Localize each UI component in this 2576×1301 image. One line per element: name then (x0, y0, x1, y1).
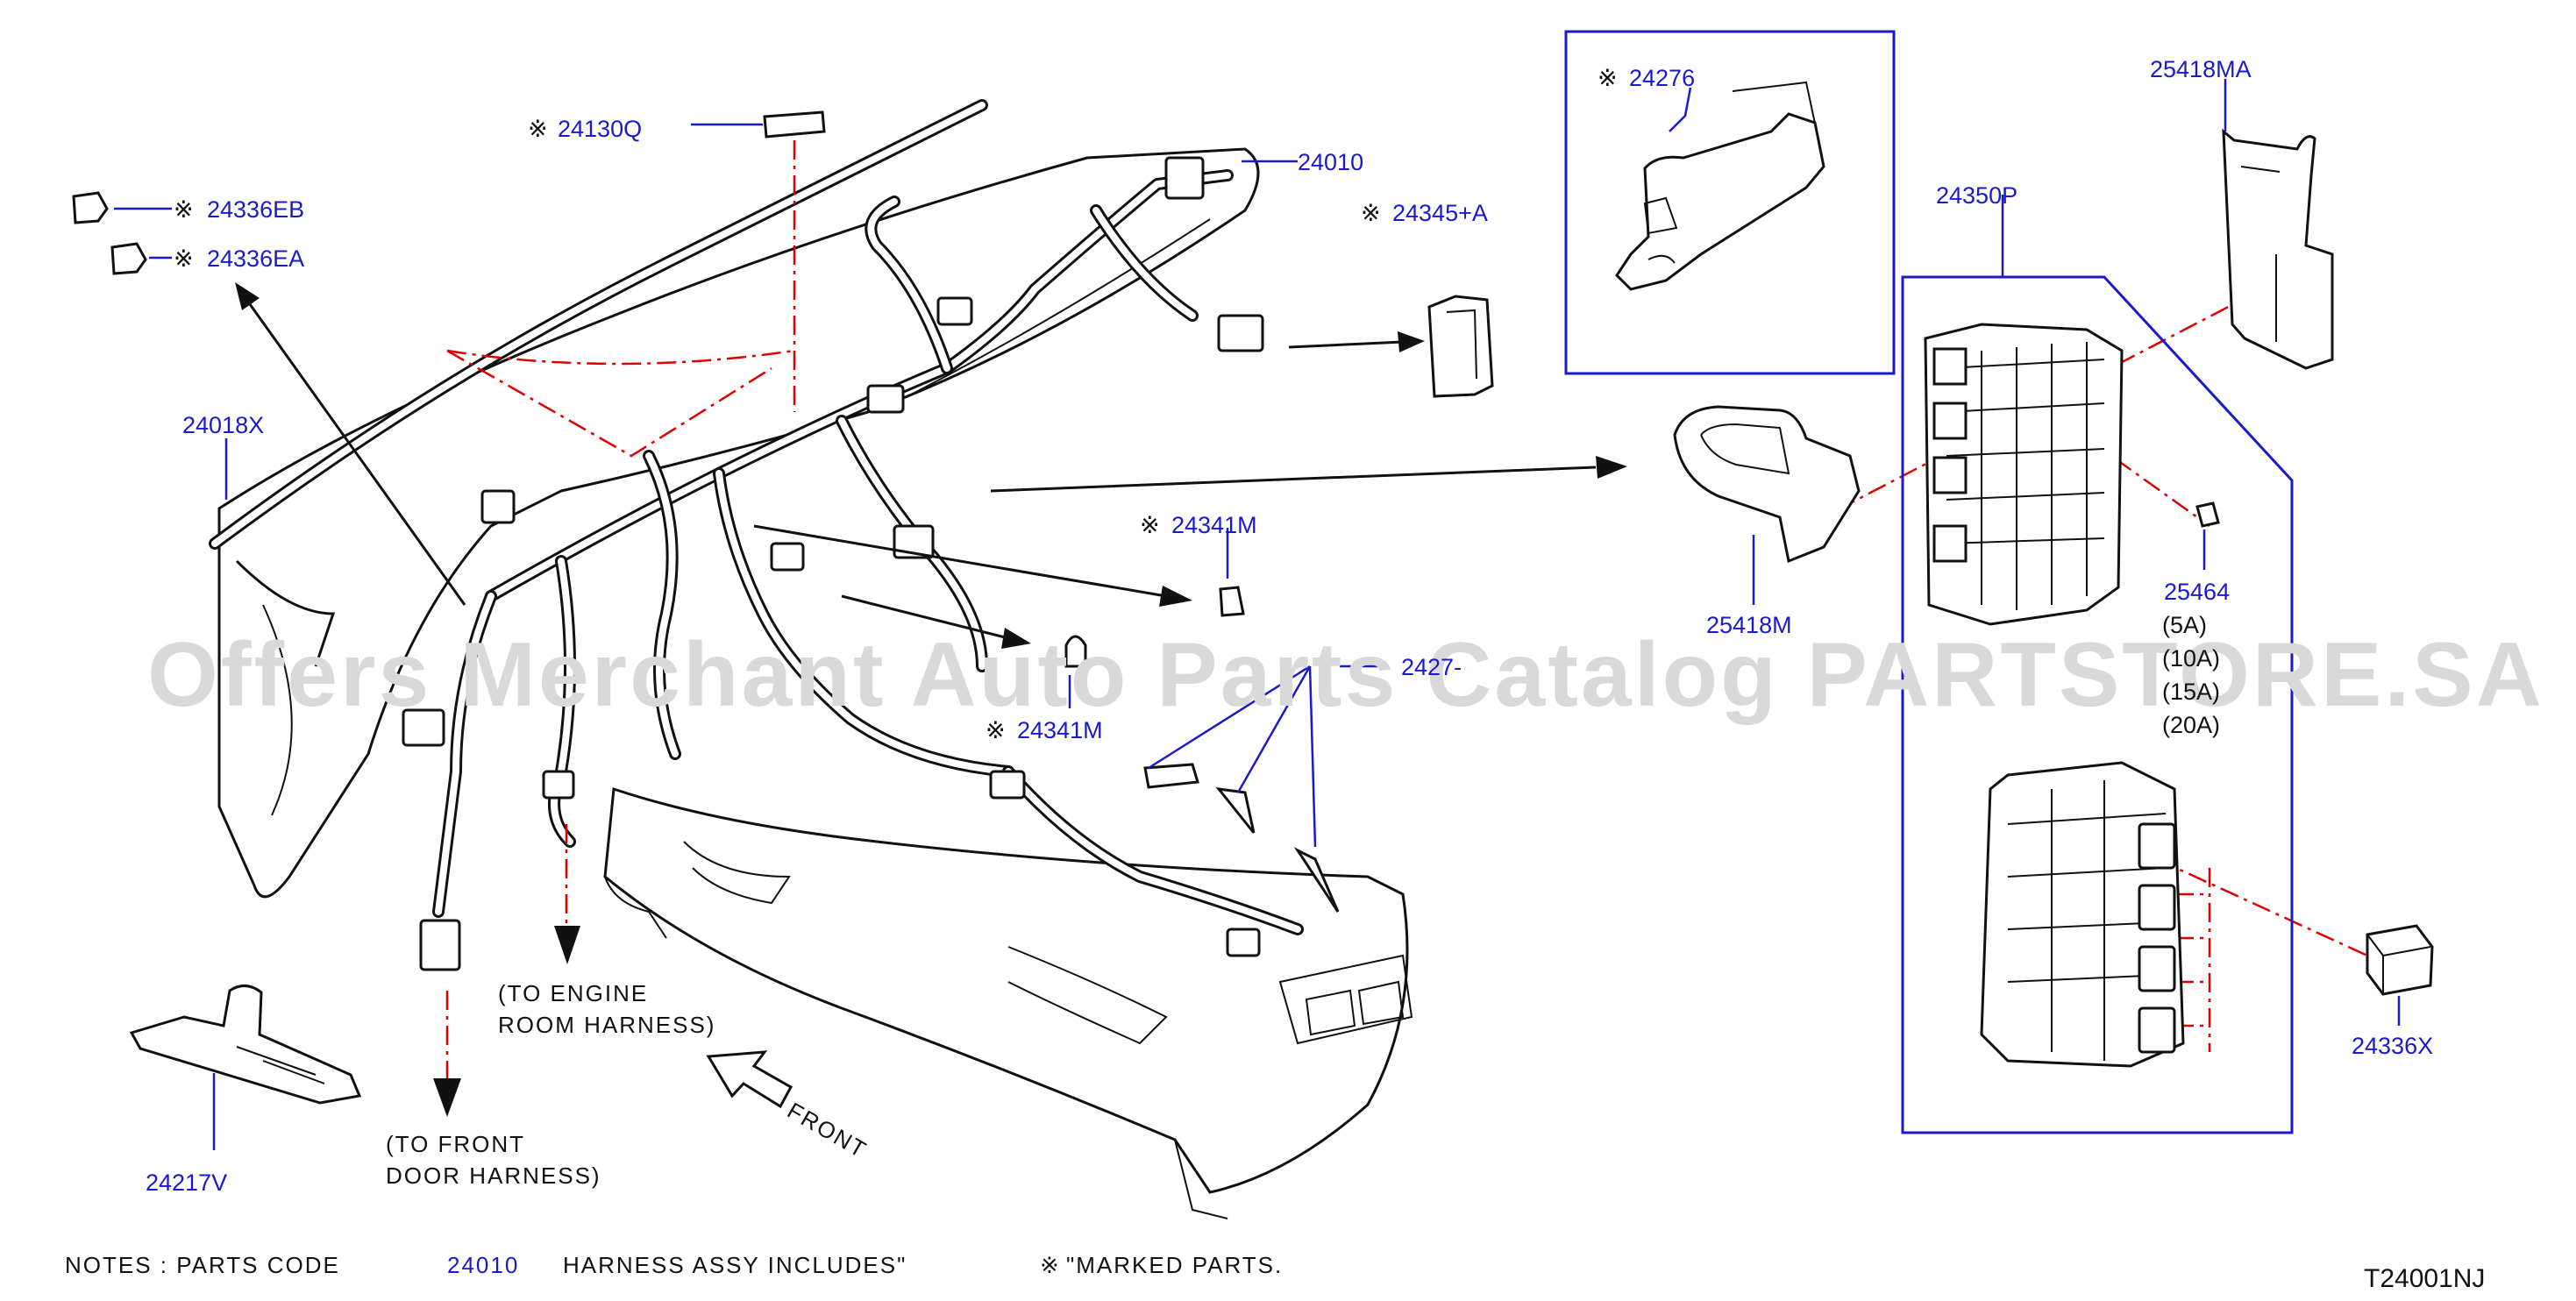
fuse-box-frame (1901, 275, 2294, 1134)
door-harness-arrow (433, 1078, 461, 1117)
engine-harness-arrow (554, 926, 580, 964)
fuse-block-lower (1980, 761, 2185, 1068)
label-24341M-bottom[interactable]: 24341M (1017, 717, 1103, 743)
door-harness-line2: DOOR HARNESS) (386, 1162, 601, 1189)
fuse-rating: (15A) (2162, 679, 2220, 705)
bracket-24345A (1427, 295, 1494, 398)
bracket-25418MA (2222, 128, 2334, 370)
mark-symbol: ※ (1140, 512, 1160, 538)
fuse-25464 (2195, 501, 2220, 528)
fuse-ratings: (5A) (10A) (15A) (20A) (2162, 612, 2220, 738)
label-24350P[interactable]: 24350P (1936, 182, 2017, 209)
mark-symbol: ※ (1598, 65, 1618, 91)
label-24010[interactable]: 24010 (1298, 149, 1363, 175)
leader-lines (114, 79, 2401, 1150)
label-24018X[interactable]: 24018X (182, 412, 264, 438)
fuse-block-upper (1924, 323, 2124, 626)
label-24345A[interactable]: 24345+A (1392, 200, 1488, 226)
front-label: FRONT (783, 1097, 872, 1163)
engine-harness-line1: (TO ENGINE (498, 980, 648, 1006)
part-labels: ※ 24130Q 24010 ※ 24336EB ※ 24336EA ※ 243… (146, 56, 2433, 1196)
label-24217V[interactable]: 24217V (146, 1169, 227, 1196)
label-25464[interactable]: 25464 (2164, 579, 2230, 605)
notes-code[interactable]: 24010 (447, 1252, 519, 1278)
front-arrow (706, 1050, 793, 1109)
mark-symbol: ※ (174, 196, 194, 223)
clip-24336EB (72, 191, 109, 224)
notes-suffix: "MARKED PARTS. (1066, 1252, 1283, 1278)
label-24336EB[interactable]: 24336EB (207, 196, 304, 223)
fuse-rating: (5A) (2162, 612, 2207, 638)
mark-symbol: ※ (1361, 200, 1381, 226)
harness-connectors (402, 156, 1264, 971)
door-harness-line1: (TO FRONT (386, 1131, 525, 1157)
label-24130Q[interactable]: 24130Q (558, 116, 642, 142)
inset-box-24276 (1564, 30, 1896, 375)
label-24276-box[interactable]: 24276 (1629, 65, 1695, 91)
label-24336X[interactable]: 24336X (2352, 1033, 2433, 1059)
instrument-panel-outline (217, 147, 1413, 1219)
clip-24341M-top (1219, 586, 1245, 617)
main-harness (209, 99, 1304, 935)
bracket-25418M (1673, 405, 1861, 564)
mark-symbol: ※ (1040, 1252, 1061, 1278)
pad-24276 (1143, 763, 1340, 913)
mark-symbol: ※ (986, 717, 1006, 743)
mark-symbol: ※ (174, 245, 194, 272)
clip-24341M-bottom (1064, 635, 1087, 668)
relay-24336X (2366, 924, 2434, 996)
label-25418MA[interactable]: 25418MA (2150, 56, 2252, 82)
label-24336EA[interactable]: 24336EA (207, 245, 304, 272)
clip-24130Q (763, 110, 826, 139)
engine-harness-line2: ROOM HARNESS) (498, 1012, 715, 1038)
notes-middle: HARNESS ASSY INCLUDES" (563, 1252, 907, 1278)
notes-prefix: NOTES : PARTS CODE (65, 1252, 340, 1278)
fuse-rating: (20A) (2162, 712, 2220, 738)
notes: NOTES : PARTS CODE 24010 HARNESS ASSY IN… (65, 1252, 1283, 1278)
arrows (235, 282, 1627, 1117)
fuse-rating: (10A) (2162, 645, 2220, 672)
clip-24336EA (110, 242, 147, 275)
label-24341M-top[interactable]: 24341M (1171, 512, 1257, 538)
part-24276 (1615, 81, 1825, 291)
label-24276-main[interactable]: 2427‐ (1401, 654, 1462, 680)
diagram-code: T24001NJ (2364, 1264, 2485, 1293)
watermark: Offers Merchant Auto Parts Catalog PARTS… (147, 624, 2544, 726)
bracket-24217V (129, 985, 362, 1105)
mark-symbol: ※ (528, 116, 548, 142)
label-25418M[interactable]: 25418M (1706, 612, 1792, 638)
